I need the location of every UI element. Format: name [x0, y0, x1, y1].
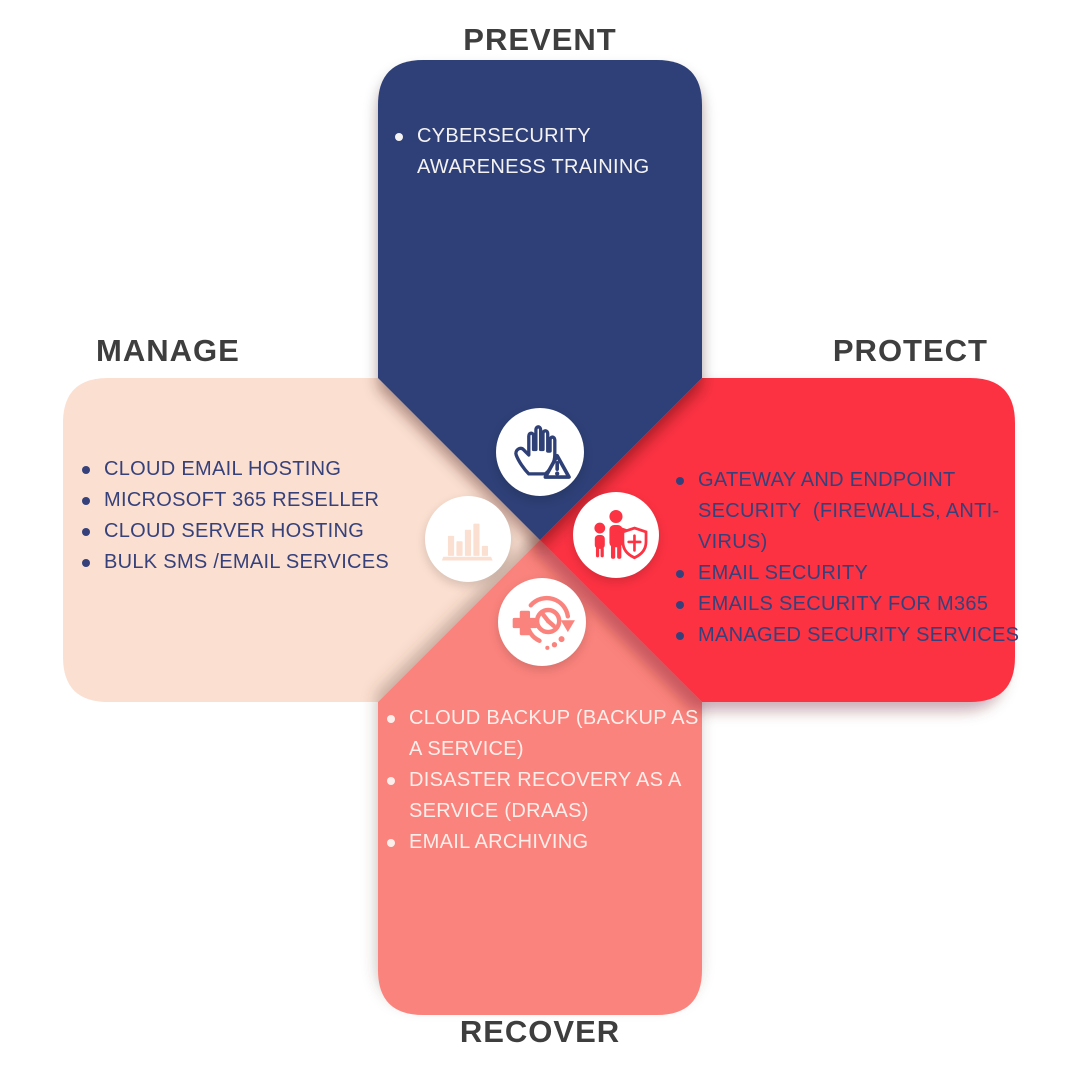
manage-icon-badge: [425, 496, 511, 582]
stop-hand-icon: [514, 425, 571, 480]
protect-arm: [540, 378, 1015, 702]
list-item: BULK SMS /EMAIL SERVICES: [80, 547, 410, 578]
list-item: DISASTER RECOVERY AS A SERVICE (DRAAS): [385, 765, 709, 827]
protect-service-list: GATEWAY AND ENDPOINT SECURITY (FIREWALLS…: [674, 465, 1043, 651]
list-item: CLOUD EMAIL HOSTING: [80, 454, 410, 485]
recover-arm: [378, 540, 702, 1015]
list-item: GATEWAY AND ENDPOINT SECURITY (FIREWALLS…: [674, 465, 1043, 558]
prevent-title: PREVENT: [463, 22, 617, 57]
list-item: EMAIL ARCHIVING: [385, 827, 709, 858]
list-item: CYBERSECURITY AWARENESS TRAINING: [393, 121, 667, 183]
protect-title: PROTECT: [832, 333, 988, 368]
bar-chart-icon: [441, 523, 493, 561]
recover-service-list: CLOUD BACKUP (BACKUP AS A SERVICE)DISAST…: [385, 703, 709, 858]
recover-title: RECOVER: [459, 1014, 621, 1049]
family-shield-icon: [594, 509, 648, 560]
protect-icon-badge: [573, 492, 659, 578]
recover-icon-badge: [498, 578, 586, 666]
list-item: MICROSOFT 365 RESELLER: [80, 485, 410, 516]
manage-arm: [63, 378, 540, 702]
list-item: MANAGED SECURITY SERVICES: [674, 620, 1043, 651]
prevent-icon-badge: [496, 408, 584, 496]
manage-title: MANAGE: [96, 333, 240, 368]
backup-clock-icon: [512, 596, 576, 651]
prevent-arm: [378, 60, 702, 540]
prevent-service-list: CYBERSECURITY AWARENESS TRAINING: [393, 121, 667, 183]
list-item: CLOUD SERVER HOSTING: [80, 516, 410, 547]
list-item: EMAILS SECURITY FOR M365: [674, 589, 1043, 620]
list-item: CLOUD BACKUP (BACKUP AS A SERVICE): [385, 703, 709, 765]
list-item: EMAIL SECURITY: [674, 558, 1043, 589]
